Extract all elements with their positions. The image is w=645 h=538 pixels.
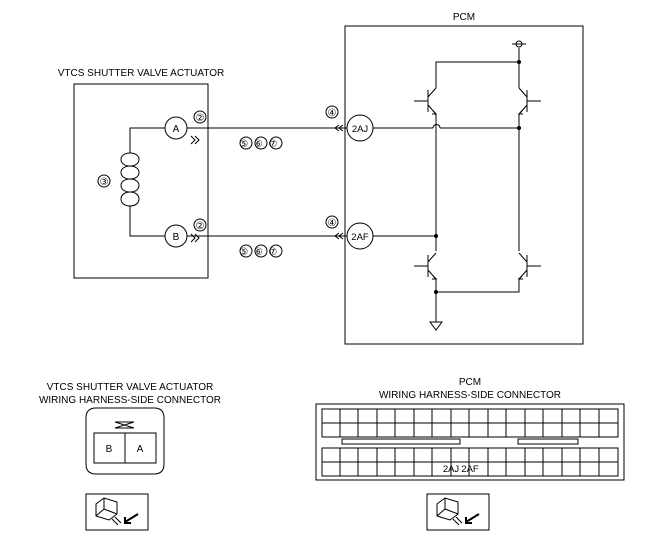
coil-ref-label: ③ xyxy=(100,177,109,188)
connector-pin-b: B xyxy=(106,444,113,455)
actuator-connector-subtitle: WIRING HARNESS-SIDE CONNECTOR xyxy=(39,395,221,406)
coil-icon xyxy=(120,152,140,207)
actuator-connector-body xyxy=(85,407,165,475)
transistor-icon xyxy=(414,252,438,280)
pcm-title: PCM xyxy=(453,12,475,23)
pcm-box xyxy=(344,25,584,345)
wire-ref-label: ④ xyxy=(328,218,337,229)
connector-pin-a: A xyxy=(137,444,144,455)
pcm-connector-title: PCM xyxy=(459,377,481,388)
actuator-view-icon-box xyxy=(85,493,149,531)
coil-wire-top xyxy=(129,127,165,153)
terminal-a-label: A xyxy=(173,124,180,135)
actuator-box xyxy=(73,83,209,279)
pcm-connector-subtitle: WIRING HARNESS-SIDE CONNECTOR xyxy=(379,390,561,401)
pcm-connector-body xyxy=(315,403,625,481)
actuator-title: VTCS SHUTTER VALVE ACTUATOR xyxy=(58,68,225,79)
connector-chevron-icon xyxy=(334,232,344,240)
connector-chevron-icon xyxy=(190,135,200,145)
connector-view-icon xyxy=(95,497,139,526)
pcm-view-icon-box xyxy=(426,493,490,531)
ground-icon xyxy=(429,321,443,331)
wire-refs-label: ⑤⑥⑦ xyxy=(239,247,282,258)
connector-pin-2aj: 2AJ xyxy=(443,464,460,475)
connector-latch-icon xyxy=(114,421,135,429)
wire-ref-label: ② xyxy=(196,113,205,124)
pcm-connector-pin-grid xyxy=(339,409,600,476)
top-rail xyxy=(435,61,520,88)
terminal-2aj-label: 2AJ xyxy=(352,124,369,135)
transistor-icon xyxy=(414,87,438,115)
connector-pin-2af: 2AF xyxy=(461,464,479,475)
actuator-connector-title: VTCS SHUTTER VALVE ACTUATOR xyxy=(47,382,214,393)
pcm-connector-key xyxy=(341,438,461,445)
connector-chevron-icon xyxy=(190,233,200,243)
terminal-2af-label: 2AF xyxy=(351,232,369,243)
wire-ref-label: ④ xyxy=(328,108,337,119)
coil-wire-bottom xyxy=(129,206,165,237)
connector-view-icon xyxy=(436,497,480,526)
transistor-icon xyxy=(517,252,541,280)
pcm-connector-key xyxy=(517,438,579,445)
terminal-b-label: B xyxy=(173,232,180,243)
bottom-rail xyxy=(435,278,520,293)
wire-ref-label: ② xyxy=(196,221,205,232)
wire-refs-label: ⑤⑥⑦ xyxy=(239,139,282,150)
connector-chevron-icon xyxy=(334,124,344,132)
transistor-icon xyxy=(517,87,541,115)
